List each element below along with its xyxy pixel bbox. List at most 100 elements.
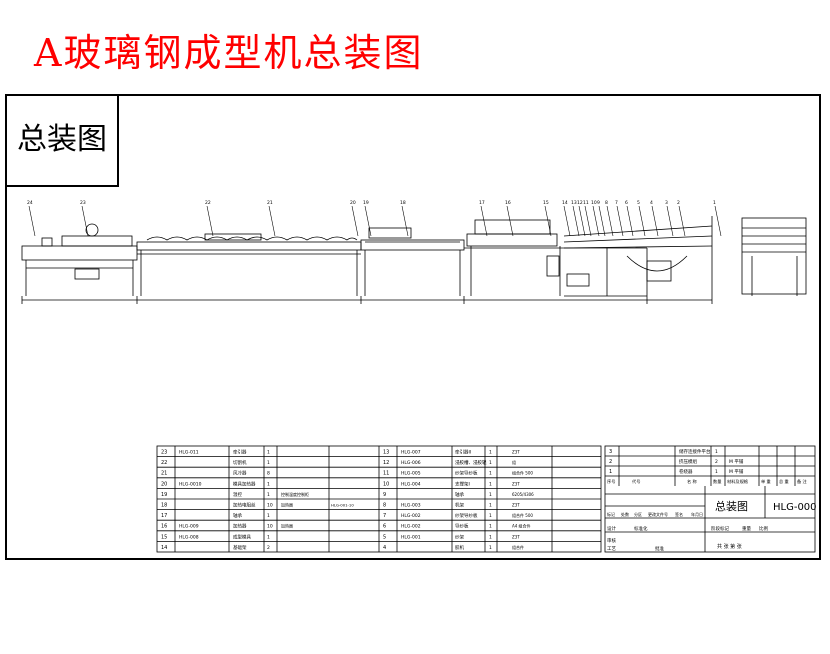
parts-row-code: HLG-002 bbox=[401, 513, 421, 519]
parts-row-code: HLG-003 bbox=[401, 503, 421, 509]
tb-header-no: 序号 bbox=[607, 478, 615, 485]
balloon-leader bbox=[616, 205, 624, 237]
parts-row-name: 加热器 bbox=[233, 523, 247, 530]
tb-role-review: 审核 bbox=[607, 537, 616, 544]
tb-role-stage: 阶段标记 bbox=[711, 525, 729, 532]
parts-row-code: HLG-005 bbox=[401, 471, 421, 477]
drawing-sheet: 总装图 bbox=[5, 94, 821, 560]
parts-row-name: 胶机 bbox=[455, 544, 464, 551]
parts-row-no: 23 bbox=[161, 450, 167, 456]
balloon-leader bbox=[572, 205, 580, 237]
balloon-leader bbox=[678, 205, 686, 237]
parts-row-qty: 1 bbox=[489, 450, 492, 456]
creel-rack bbox=[741, 217, 807, 295]
tb-header-material: 材料及规格 bbox=[727, 478, 749, 485]
tb-role-weight: 重量 bbox=[742, 525, 751, 532]
balloon-number: 14 bbox=[562, 200, 568, 206]
parts-row-code: HLG-004 bbox=[401, 481, 421, 487]
balloon-number: 12 bbox=[577, 200, 583, 206]
parts-row-no: 11 bbox=[383, 471, 389, 477]
tb-role-approve: 批准 bbox=[655, 545, 664, 552]
parts-row-remark: 组 bbox=[512, 459, 516, 465]
tb-rev-header: 处数 bbox=[621, 511, 629, 517]
tb-header-qty: 数量 bbox=[713, 478, 721, 485]
parts-row-no: 7 bbox=[383, 513, 386, 519]
parts-row-code: HLG-007 bbox=[401, 450, 421, 456]
balloon-number: 8 bbox=[605, 200, 608, 206]
balloon-leader bbox=[206, 205, 214, 237]
parts-row-name: 纱架导纱板 bbox=[455, 470, 478, 477]
tb-row-material: M 平铺 bbox=[729, 458, 744, 465]
parts-row-qty: 1 bbox=[489, 492, 492, 498]
parts-row-name: 导纱板 bbox=[455, 523, 469, 530]
parts-row-no: 15 bbox=[161, 534, 167, 540]
tb-header-unit-weight: 单 重 bbox=[761, 478, 771, 485]
balloon-number: 5 bbox=[637, 200, 640, 206]
balloon-number: 7 bbox=[615, 200, 618, 206]
parts-row-qty: 1 bbox=[267, 450, 270, 456]
parts-row-name: 基础架 bbox=[233, 544, 247, 551]
parts-row-name: 加热电阻丝 bbox=[233, 502, 256, 509]
tb-row-no: 3 bbox=[609, 449, 612, 455]
balloon-number: 19 bbox=[363, 200, 369, 206]
tb-rev-header: 更改文件号 bbox=[648, 511, 668, 517]
parts-row-code: HLG-009 bbox=[179, 524, 199, 530]
balloon-leader bbox=[28, 205, 36, 237]
balloon-leader bbox=[401, 205, 409, 237]
parts-row-qty: 8 bbox=[267, 471, 270, 477]
parts-row-name: 切割机 bbox=[233, 459, 247, 466]
parts-row-no: 14 bbox=[161, 545, 167, 551]
parts-row-no: 4 bbox=[383, 545, 386, 551]
guide-frame bbox=[360, 239, 465, 251]
balloon-number: 13 bbox=[571, 200, 577, 206]
parts-row-remark: Z3T bbox=[512, 481, 520, 486]
balloon-number: 4 bbox=[650, 200, 653, 206]
tb-row-qty: 1 bbox=[715, 469, 718, 475]
parts-row-no: 9 bbox=[383, 492, 386, 498]
parts-row-code: HLG-001 bbox=[401, 534, 421, 540]
parts-row-name: 轴承 bbox=[455, 491, 464, 498]
balloon-number: 1 bbox=[713, 200, 716, 206]
page-title: A玻璃钢成型机总装图 bbox=[34, 31, 424, 75]
parts-row-qty: 1 bbox=[489, 545, 492, 551]
balloon-leader bbox=[268, 205, 276, 237]
parts-row-qty: 1 bbox=[489, 513, 492, 519]
parts-row-qty: 10 bbox=[267, 503, 273, 509]
parts-row-no: 12 bbox=[383, 460, 389, 466]
parts-row-remark: 加热器 bbox=[281, 523, 293, 529]
parts-row-no: 19 bbox=[161, 492, 167, 498]
tb-row-name: 储存连接件平台 bbox=[679, 448, 711, 455]
parts-row-no: 13 bbox=[383, 450, 389, 456]
tb-row-no: 1 bbox=[609, 469, 612, 475]
parts-row-qty: 1 bbox=[489, 503, 492, 509]
parts-row-no: 21 bbox=[161, 471, 167, 477]
parts-row-no: 22 bbox=[161, 460, 167, 466]
parts-row-remark: 控制温度控制柜 bbox=[281, 491, 309, 497]
parts-row-no: 20 bbox=[161, 481, 167, 487]
heater-frame bbox=[136, 241, 362, 251]
tb-rev-header: 年月日 bbox=[691, 511, 703, 517]
tb-role-standard: 标准化 bbox=[634, 525, 648, 532]
parts-row-no: 8 bbox=[383, 503, 386, 509]
balloon-leader bbox=[592, 205, 600, 237]
parts-row-name: 机架 bbox=[455, 502, 464, 509]
parts-row-name: 浸胶槽、浸胶辊 bbox=[455, 459, 487, 466]
balloon-leader bbox=[351, 205, 359, 237]
sheet-corner-label: 总装图 bbox=[7, 96, 119, 187]
balloon-number: 3 bbox=[665, 200, 668, 206]
parts-row-remark: 6205/4306 bbox=[512, 492, 534, 497]
balloon-leader bbox=[584, 205, 592, 237]
balloon-number: 21 bbox=[267, 200, 273, 206]
parts-row-qty: 1 bbox=[489, 460, 492, 466]
parts-row-qty: 10 bbox=[267, 524, 273, 530]
parts-row-name: 支撑架I bbox=[455, 480, 470, 487]
parts-row-name: 纱架 bbox=[455, 534, 464, 540]
tb-role-sheets: 共 张 第 张 bbox=[717, 543, 742, 550]
balloon-leader bbox=[651, 205, 659, 237]
balloon-number: 16 bbox=[505, 200, 511, 206]
balloon-leader bbox=[578, 205, 586, 237]
parts-row-qty: 1 bbox=[489, 534, 492, 540]
balloon-leader bbox=[606, 205, 614, 237]
